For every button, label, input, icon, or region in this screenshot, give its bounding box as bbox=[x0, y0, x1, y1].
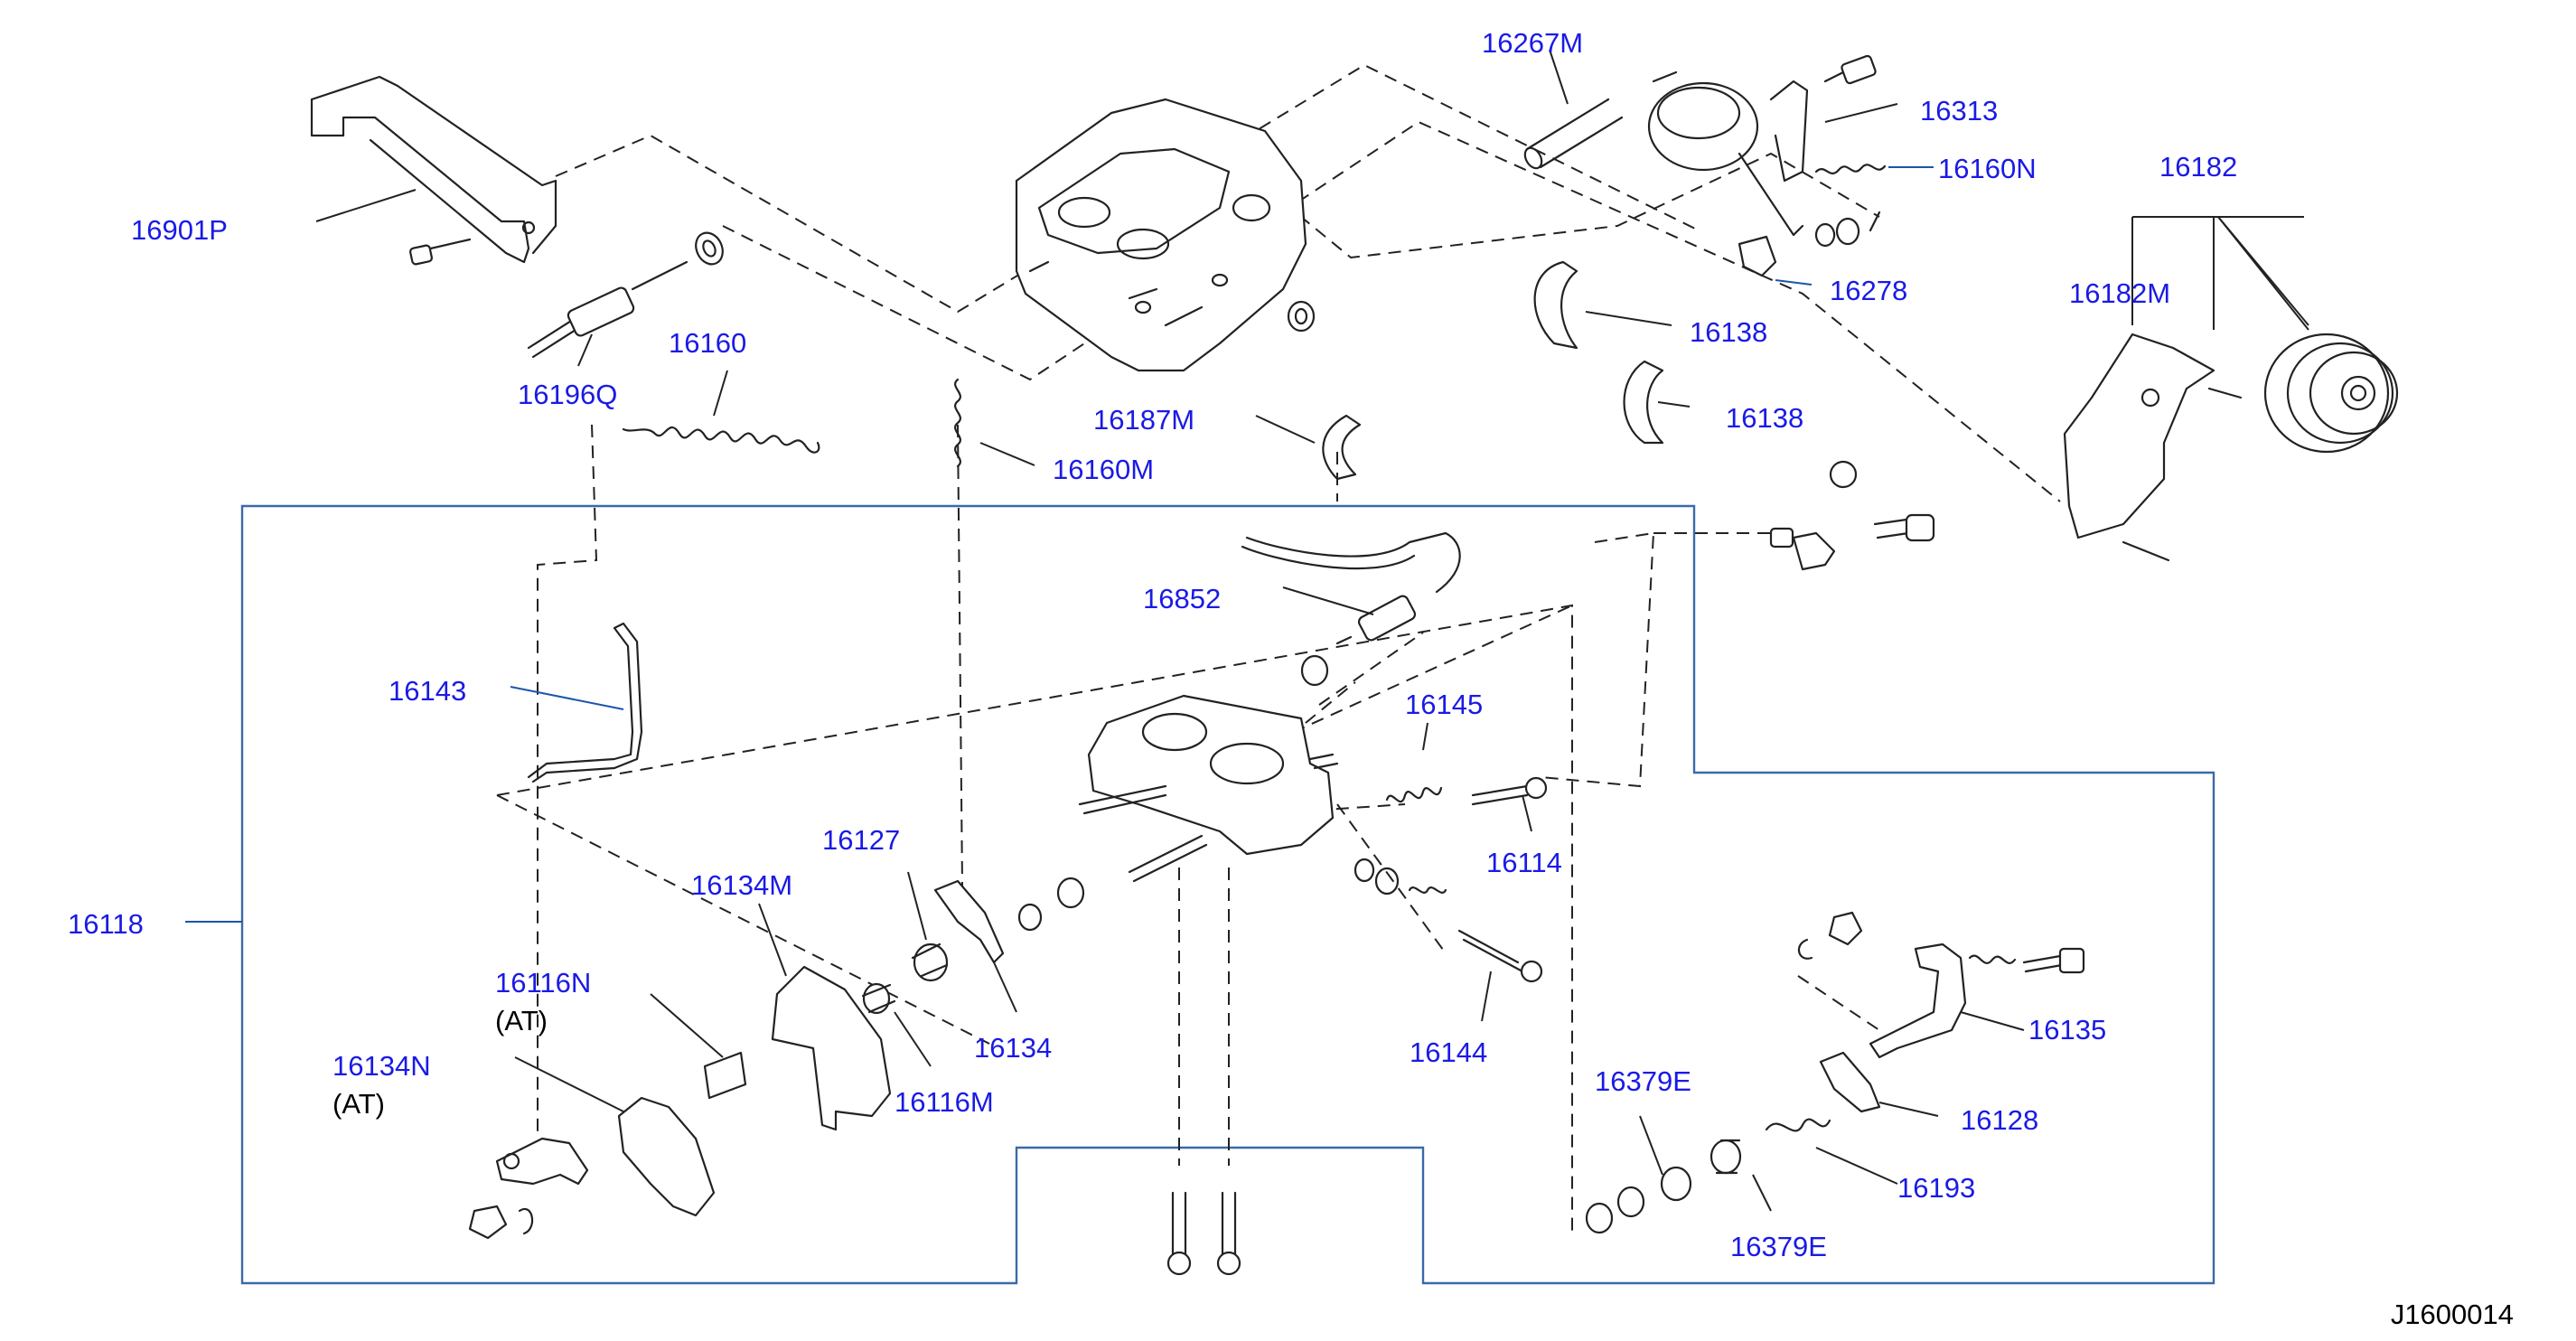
lever-16135-drawing bbox=[1797, 911, 2085, 1059]
pistons-16379e-drawing bbox=[1585, 1139, 1742, 1234]
label-16196q: 16196Q bbox=[518, 379, 617, 410]
spring-16193-drawing bbox=[1765, 1118, 1831, 1132]
label-16160m: 16160M bbox=[1053, 454, 1154, 485]
collar-16116m-drawing bbox=[861, 982, 896, 1015]
clip-16138-lower-drawing bbox=[1623, 360, 1664, 445]
label-16116m: 16116M bbox=[895, 1086, 994, 1118]
label-16135: 16135 bbox=[2028, 1014, 2106, 1046]
spring-16160-drawing bbox=[622, 426, 820, 454]
hose-16267m-drawing bbox=[1523, 98, 1624, 170]
label-16127: 16127 bbox=[822, 824, 900, 856]
label-16852: 16852 bbox=[1143, 583, 1221, 614]
label-16118: 16118 bbox=[68, 908, 144, 940]
label-16143: 16143 bbox=[389, 675, 466, 707]
label-16134n-note: (AT) bbox=[333, 1088, 385, 1120]
assembly-group-frame bbox=[240, 504, 2215, 1285]
spring-16160n-drawing bbox=[1814, 164, 1887, 175]
assembly-dashed-lines bbox=[496, 63, 2061, 1238]
label-16128: 16128 bbox=[1961, 1104, 2038, 1136]
label-16379e-lower: 16379E bbox=[1730, 1231, 1827, 1262]
pulley-16182-drawing bbox=[2063, 333, 2399, 562]
label-16134: 16134 bbox=[974, 1032, 1052, 1064]
label-16160: 16160 bbox=[669, 327, 746, 359]
bushing-16127-drawing bbox=[911, 942, 949, 982]
label-16114: 16114 bbox=[1486, 847, 1562, 878]
spring-16145-drawing bbox=[1385, 786, 1443, 803]
label-16116n: 16116N bbox=[495, 967, 591, 999]
label-16116n-note: (AT) bbox=[495, 1005, 548, 1036]
collar-16116n-drawing bbox=[703, 1051, 747, 1100]
bracket-16901p-drawing bbox=[310, 75, 557, 266]
rod-16143-drawing bbox=[527, 622, 643, 783]
sensor-16196q-drawing bbox=[527, 231, 724, 359]
label-16267m: 16267M bbox=[1482, 27, 1583, 59]
label-16138-lower: 16138 bbox=[1726, 402, 1803, 434]
label-16193: 16193 bbox=[1897, 1172, 1975, 1204]
washers-16160n-drawing bbox=[1814, 211, 1881, 248]
leader-lines bbox=[185, 49, 2309, 1212]
clip-16138-upper-drawing bbox=[1533, 260, 1578, 350]
fitting-upper-right-drawing bbox=[1769, 460, 1935, 571]
label-16901p: 16901P bbox=[131, 214, 228, 246]
label-16134n: 16134N bbox=[333, 1050, 431, 1082]
label-16145: 16145 bbox=[1405, 689, 1483, 720]
carburetor-upper-body-drawing bbox=[1015, 98, 1316, 372]
label-16187m: 16187M bbox=[1093, 404, 1194, 436]
label-16379e-upper: 16379E bbox=[1595, 1065, 1691, 1097]
throttle-body-drawing bbox=[1078, 694, 1339, 883]
washers-center-drawing bbox=[1017, 877, 1085, 932]
bracket-16278-drawing bbox=[1738, 235, 1777, 277]
screw-16144-drawing bbox=[1354, 858, 1543, 983]
label-16144: 16144 bbox=[1410, 1036, 1487, 1068]
label-16160n: 16160N bbox=[1938, 153, 2037, 184]
diagram-reference-id: J1600014 bbox=[2391, 1299, 2514, 1330]
label-16182m: 16182M bbox=[2069, 277, 2170, 309]
lever-lower-left-drawing bbox=[468, 1137, 589, 1240]
clip-16187m-drawing bbox=[1322, 414, 1362, 481]
label-16138-upper: 16138 bbox=[1690, 316, 1767, 348]
label-16313: 16313 bbox=[1920, 95, 1998, 127]
label-16278: 16278 bbox=[1830, 275, 1907, 306]
bolts-bottom-center-drawing bbox=[1166, 1191, 1241, 1276]
lever-16128-drawing bbox=[1819, 1051, 1881, 1113]
lever-16134-drawing bbox=[933, 879, 1005, 964]
label-16182: 16182 bbox=[2159, 151, 2237, 183]
part-labels: 16267M 16313 16160N 16182 16182M 16901P … bbox=[68, 27, 2237, 1262]
cam-16134n-drawing bbox=[617, 1096, 716, 1217]
diaphragm-16313-drawing bbox=[1647, 54, 1877, 237]
screw-16114-drawing bbox=[1471, 776, 1548, 806]
cam-16134m-drawing bbox=[771, 965, 892, 1131]
label-16134m: 16134M bbox=[691, 869, 792, 901]
spring-16160m-drawing bbox=[954, 378, 961, 468]
sensor-16852-drawing bbox=[1241, 531, 1461, 687]
